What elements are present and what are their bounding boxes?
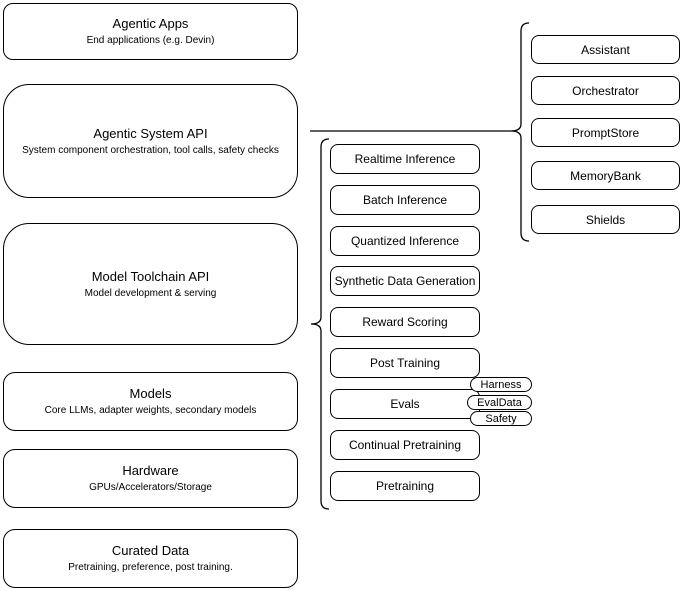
node-label: PromptStore <box>571 125 640 140</box>
node-batch-inference: Batch Inference <box>330 185 480 215</box>
node-hardware: Hardware GPUs/Accelerators/Storage <box>3 449 298 508</box>
node-label: Batch Inference <box>362 193 448 207</box>
node-label: Quantized Inference <box>350 234 460 248</box>
node-shields: Shields <box>531 205 680 234</box>
node-title: Agentic Apps <box>112 16 189 31</box>
node-model-toolchain-api: Model Toolchain API Model development & … <box>3 223 298 345</box>
node-title: Curated Data <box>111 543 190 558</box>
node-evals: Evals <box>330 389 480 419</box>
node-subtitle: Pretraining, preference, post training. <box>68 562 233 573</box>
node-label: Pretraining <box>375 479 435 493</box>
node-label: Realtime Inference <box>354 152 456 166</box>
node-label: Reward Scoring <box>362 315 448 329</box>
node-quantized-inference: Quantized Inference <box>330 226 480 256</box>
node-agentic-apps: Agentic Apps End applications (e.g. Devi… <box>3 3 298 60</box>
node-label: Post Training <box>369 356 441 370</box>
node-label: Evals <box>390 397 420 411</box>
node-reward-scoring: Reward Scoring <box>330 307 480 337</box>
node-assistant: Assistant <box>531 35 680 64</box>
node-orchestrator: Orchestrator <box>531 76 680 105</box>
node-pretraining: Pretraining <box>330 471 480 501</box>
node-promptstore: PromptStore <box>531 118 680 147</box>
badge-evaldata: EvalData <box>467 395 532 410</box>
badge-label: Harness <box>480 378 522 391</box>
node-synthetic-data-generation: Synthetic Data Generation <box>330 266 480 296</box>
node-label: Shields <box>585 212 626 227</box>
system-components-bracket <box>510 22 530 242</box>
node-title: Agentic System API <box>93 125 208 141</box>
node-subtitle: Model development & serving <box>84 287 217 299</box>
badge-safety: Safety <box>470 411 532 426</box>
node-title: Hardware <box>122 463 179 478</box>
node-realtime-inference: Realtime Inference <box>330 144 480 174</box>
node-models: Models Core LLMs, adapter weights, secon… <box>3 372 298 431</box>
node-label: MemoryBank <box>570 168 641 183</box>
toolchain-services-bracket <box>310 138 330 510</box>
node-curated-data: Curated Data Pretraining, preference, po… <box>3 529 298 588</box>
node-label: Assistant <box>581 42 630 57</box>
node-title: Models <box>129 386 172 401</box>
node-label: Orchestrator <box>572 83 639 98</box>
node-subtitle: System component orchestration, tool cal… <box>22 144 279 156</box>
node-label: Continual Pretraining <box>348 438 462 452</box>
node-subtitle: Core LLMs, adapter weights, secondary mo… <box>44 405 257 416</box>
node-subtitle: End applications (e.g. Devin) <box>86 35 215 46</box>
node-continual-pretraining: Continual Pretraining <box>330 430 480 460</box>
badge-harness: Harness <box>470 377 532 392</box>
node-title: Model Toolchain API <box>91 268 210 284</box>
node-memorybank: MemoryBank <box>531 161 680 190</box>
node-post-training: Post Training <box>330 348 480 378</box>
node-subtitle: GPUs/Accelerators/Storage <box>89 482 212 493</box>
badge-label: Safety <box>485 412 517 425</box>
badge-label: EvalData <box>477 396 522 409</box>
node-label: Synthetic Data Generation <box>334 274 476 288</box>
node-agentic-system-api: Agentic System API System component orch… <box>3 84 298 198</box>
